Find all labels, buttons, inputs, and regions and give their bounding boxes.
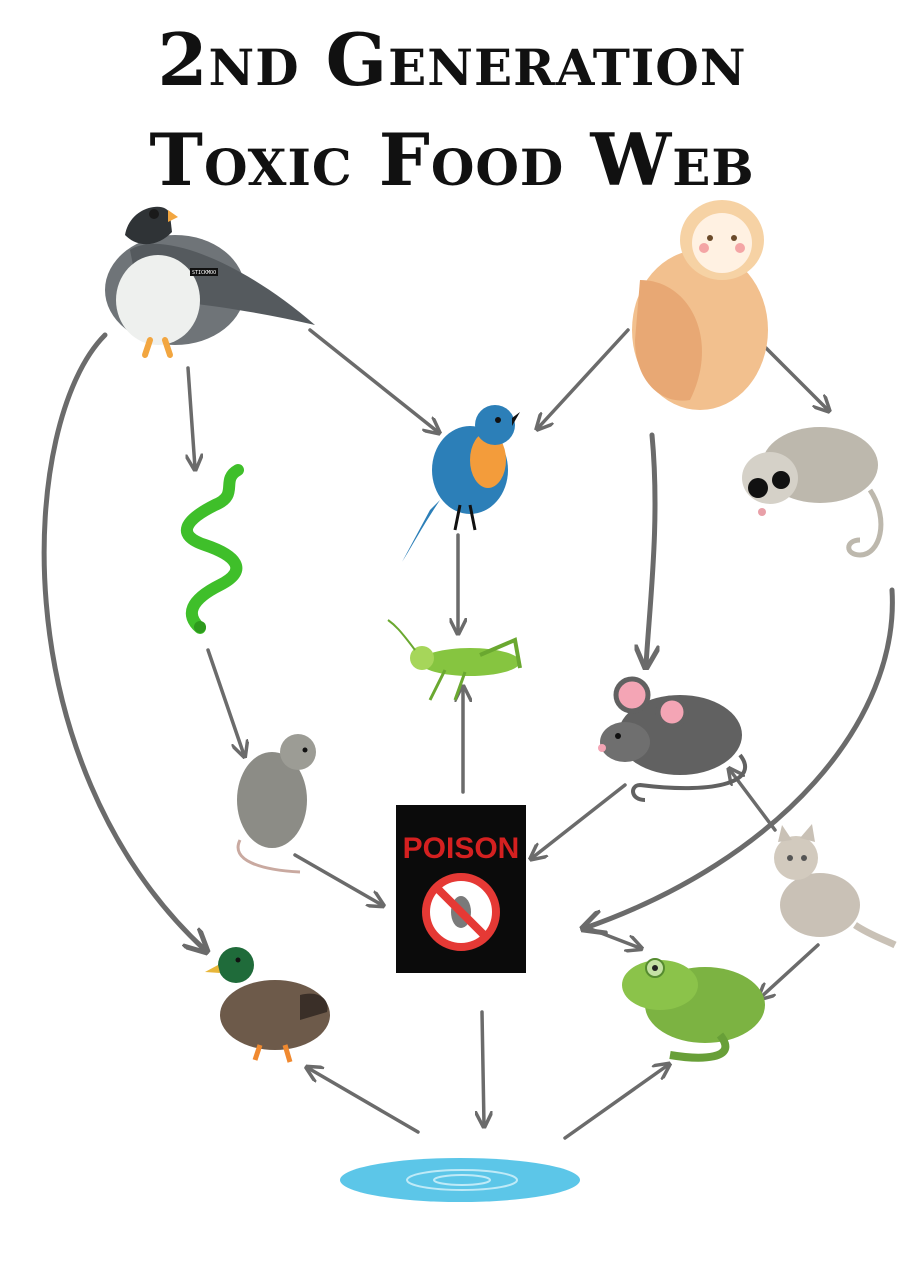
arrow-frog-to-kitten [586,926,640,948]
arrow-falcon-to-bluebird [308,328,438,432]
title-line-2: Toxic Food Web [149,117,755,202]
arrow-poison-to-water [482,1010,484,1125]
rat-icon [236,734,316,874]
owl-icon [632,200,768,410]
arrow-water-to-frog [563,1065,668,1140]
falcon-icon: STICKMOO [105,206,315,358]
arrow-falcon-to-duck [41,332,205,950]
arrow-possum-to-frog [585,587,895,928]
water-puddle-icon [340,1158,580,1202]
bluebird-icon [402,405,520,562]
grasshopper-icon [387,619,522,701]
poison-icon: POISON [396,805,526,973]
falcon-tag-text: STICKMOO [192,270,216,276]
arrow-kitten-to-frog [760,943,820,998]
mouse-icon [598,676,748,802]
poison-label: POISON [403,832,520,865]
arrow-water-to-duck [308,1068,420,1134]
snake-icon [180,464,244,634]
arrows [41,328,895,1140]
title-line-1: 2nd Generation [157,17,747,102]
duck-icon [205,947,330,1063]
kitten-icon [774,824,897,949]
arrow-mouse-to-poison [532,783,627,858]
arrow-owl-to-mouse [646,432,655,665]
possum-icon [742,427,884,558]
frog-icon [622,958,765,1062]
arrow-rat-to-poison [293,853,382,905]
arrow-snake-to-rat [206,648,244,755]
arrow-falcon-to-snake [188,366,195,468]
arrow-owl-to-bluebird [538,328,630,428]
